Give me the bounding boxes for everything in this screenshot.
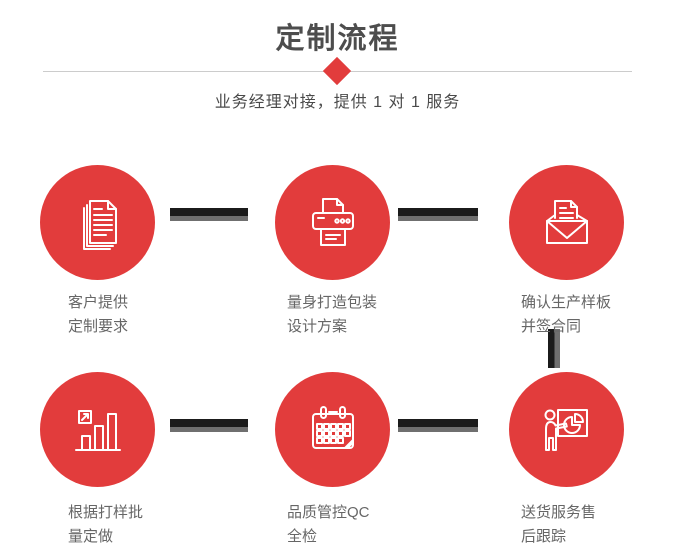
step-circle-packaging-design [275, 165, 390, 280]
step-caption: 根据打样批 量定做 [68, 501, 198, 549]
caption-line: 后跟踪 [521, 528, 567, 545]
caption-line: 品质管控QC [287, 504, 370, 521]
step-caption: 送货服务售 后跟踪 [521, 501, 651, 549]
presenter-pie-board-icon [544, 408, 588, 451]
documents-stack-icon [82, 199, 117, 250]
step-circle-qc-inspection [275, 372, 390, 487]
connector-bar [398, 208, 478, 221]
connector-bar-vertical [548, 329, 560, 368]
step-caption: 品质管控QC 全检 [287, 501, 417, 549]
connector-bar [170, 208, 248, 221]
caption-line: 定制要求 [68, 318, 129, 335]
caption-line: 客户提供 [68, 294, 129, 311]
caption-line: 设计方案 [287, 318, 348, 335]
caption-line: 确认生产样板 [521, 294, 612, 311]
step-circle-sample-contract [509, 165, 624, 280]
printer-icon [311, 197, 354, 246]
caption-line: 并签合同 [521, 318, 582, 335]
calendar-icon [311, 405, 354, 449]
step-circle-batch-production [40, 372, 155, 487]
open-envelope-letter-icon [545, 199, 588, 244]
caption-line: 量定做 [68, 528, 114, 545]
connector-bar [170, 419, 248, 432]
step-caption: 量身打造包装 设计方案 [287, 291, 417, 339]
step-circle-delivery-aftersales [509, 372, 624, 487]
bar-chart-growth-icon [74, 409, 121, 451]
caption-line: 量身打造包装 [287, 294, 378, 311]
caption-line: 全检 [287, 528, 318, 545]
step-caption: 客户提供 定制要求 [68, 291, 198, 339]
caption-line: 送货服务售 [521, 504, 597, 521]
step-caption: 确认生产样板 并签合同 [521, 291, 651, 339]
step-circle-customer-requirements [40, 165, 155, 280]
connector-bar [398, 419, 478, 432]
caption-line: 根据打样批 [68, 504, 144, 521]
diamond-icon [322, 56, 352, 86]
page-title: 定制流程 [275, 23, 400, 55]
page-subtitle: 业务经理对接，提供 1 对 1 服务 [214, 94, 461, 111]
